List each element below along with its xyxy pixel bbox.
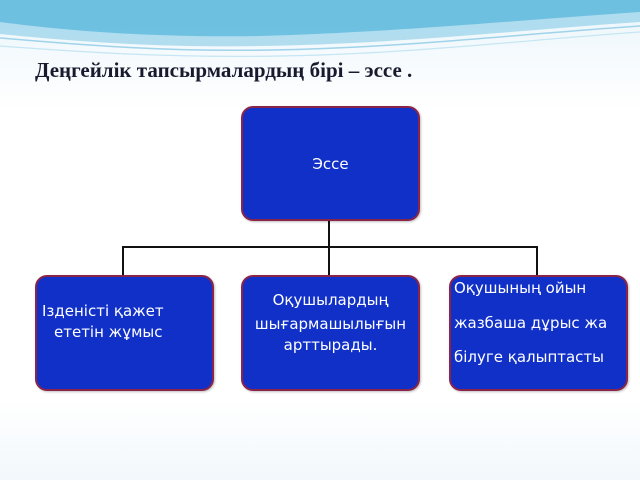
child-middle-line-2: шығармашылығын — [254, 315, 407, 333]
child-middle-line-3: арттырады. — [283, 336, 378, 354]
connector-root-stem — [328, 219, 330, 247]
page-title: Деңгейлік тапсырмалардың бірі – эссе . — [35, 58, 413, 82]
child-middle-line-1: Оқушылардың — [272, 291, 389, 309]
header-wave-decoration — [0, 0, 640, 57]
child-right-line-2: жазбаша дұрыс жа — [454, 314, 608, 332]
child-right-line-3: білуге қалыптасты — [454, 348, 605, 366]
diagram-root-box: Эссе — [241, 106, 420, 221]
diagram-child-box-left: Ізденісті қажет ететін жұмыс — [35, 275, 214, 391]
child-left-line-1: Ізденісті қажет — [42, 302, 164, 320]
connector-left-drop — [122, 246, 124, 276]
connector-right-drop — [536, 246, 538, 276]
connector-horizontal-bar — [122, 246, 538, 248]
root-label: Эссе — [312, 155, 349, 173]
diagram-child-box-middle: Оқушылардың шығармашылығын арттырады. — [241, 275, 420, 391]
diagram-child-box-right: Оқушының ойын жазбаша дұрыс жа білуге қа… — [449, 275, 628, 391]
child-right-line-1: Оқушының ойын — [454, 279, 587, 297]
connector-middle-drop — [328, 246, 330, 276]
child-left-line-2: ететін жұмыс — [54, 323, 163, 341]
